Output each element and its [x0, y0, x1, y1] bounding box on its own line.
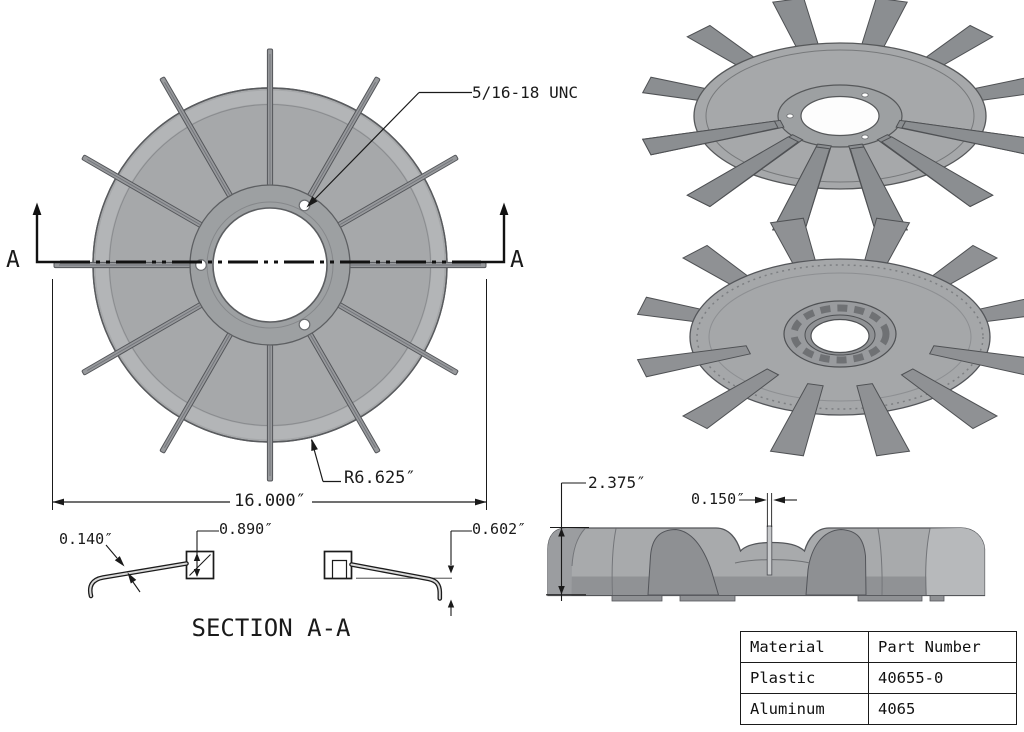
fan-isometric-top-view	[641, 0, 1024, 235]
radius-callout-label: R6.625″	[344, 468, 416, 488]
section-profile-left	[87, 530, 219, 599]
tip-height-label: 0.602″	[472, 520, 527, 538]
overall-height-label: 2.375″	[588, 473, 646, 492]
table-row: Aluminum 4065	[740, 693, 1017, 725]
table-cell-material: Plastic	[740, 662, 869, 694]
side-blade-thickness-label: 0.150″	[691, 490, 746, 508]
section-cutting-line	[32, 202, 509, 264]
material-header-cell: Material	[740, 631, 869, 663]
thin-blade-edge	[766, 525, 773, 576]
overall-diameter-label: 16.000″	[234, 491, 306, 511]
section-title: SECTION A-A	[191, 614, 351, 642]
fan-blades	[53, 48, 487, 482]
hub-height-label: 0.890″	[219, 520, 274, 538]
table-cell-part-number: 40655-0	[868, 662, 1017, 694]
blade-thickness-label: 0.140″	[59, 530, 114, 548]
fan-side-view	[546, 482, 986, 602]
fan-isometric-bottom-view	[636, 217, 1024, 457]
overall-diameter-dimension	[52, 279, 487, 510]
thread-callout-label: 5/16-18 UNC	[472, 83, 578, 102]
section-marker-right: A	[510, 247, 524, 273]
table-cell-part-number: 4065	[868, 693, 1017, 725]
table-cell-material: Aluminum	[740, 693, 869, 725]
section-marker-left: A	[6, 247, 20, 273]
table-row: Plastic 40655-0	[740, 662, 1017, 694]
fan-front-view	[53, 48, 487, 482]
radius-callout-leader	[310, 438, 341, 483]
table-header-row: Material Part Number	[740, 631, 1017, 663]
section-profile-right	[323, 530, 472, 616]
thread-callout-leader	[306, 91, 472, 208]
part-number-header-cell: Part Number	[868, 631, 1017, 663]
material-table: Material Part Number Plastic 40655-0 Alu…	[740, 631, 1017, 725]
